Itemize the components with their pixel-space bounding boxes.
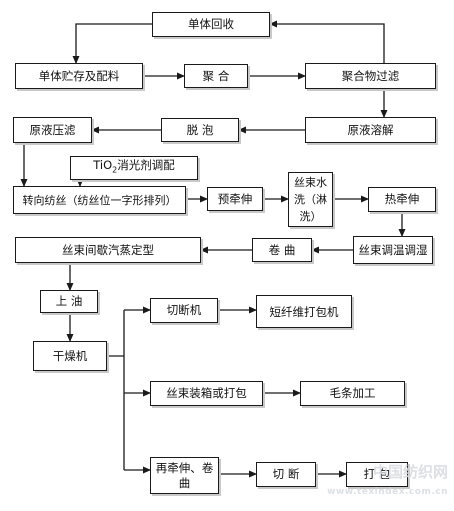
node-staple-packing-label: 短纤维打包机 [269, 304, 339, 319]
node-spinning-label: 转向纺丝（纺丝位一字形排列） [22, 193, 177, 207]
node-redraw-crimp-label: 再牵伸、卷曲 [155, 460, 214, 490]
node-polymer-filtration: 聚合物过滤 [305, 63, 436, 89]
node-hot-drawing: 热牵伸 [368, 187, 436, 212]
arrow-filtration-to-recovery [269, 20, 385, 63]
node-cutting-machine-label: 切断机 [166, 303, 202, 317]
node-drying: 干燥机 [33, 341, 107, 371]
node-tow-boxing: 丝束装箱或打包 [150, 381, 263, 406]
node-top-processing-label: 毛条加工 [329, 386, 376, 400]
node-packing: 打 包 [346, 462, 408, 487]
node-spinning: 转向纺丝（纺丝位一字形排列） [13, 186, 186, 214]
watermark-text: 中国纺织网 [372, 463, 448, 481]
node-steam-setting-label: 丝束间歇汽蒸定型 [62, 242, 154, 257]
node-polymerization-label: 聚 合 [202, 68, 230, 83]
node-polymer-dissolution: 原液溶解 [305, 117, 436, 143]
node-tow-washing-label: 丝束水洗（淋洗） [294, 176, 327, 223]
node-crimping: 卷 曲 [252, 238, 312, 262]
node-tow-washing: 丝束水洗（淋洗） [288, 172, 333, 227]
node-dope-press-filtration: 原液压滤 [13, 117, 92, 143]
node-dope-press-filtration-label: 原液压滤 [29, 122, 76, 137]
node-redraw-crimp: 再牵伸、卷曲 [150, 457, 219, 494]
node-tow-boxing-label: 丝束装箱或打包 [166, 386, 247, 400]
node-cutting: 切 断 [256, 462, 316, 487]
node-monomer-storage-label: 单体贮存及配料 [38, 68, 120, 83]
watermark: 中国纺织网 www.texindex.com.cn [318, 462, 448, 506]
node-crimping-label: 卷 曲 [268, 242, 296, 257]
node-monomer-recovery-label: 单体回收 [188, 17, 234, 31]
node-deaeration-label: 脱 泡 [186, 122, 214, 137]
node-pre-drawing: 预牵伸 [207, 187, 263, 211]
node-tio2-label: TiO2消光剂调配 [93, 158, 175, 177]
tio2-prefix: TiO [93, 158, 113, 173]
node-monomer-storage: 单体贮存及配料 [15, 63, 143, 89]
node-oiling-label: 上 油 [55, 294, 83, 308]
arrow-recovery-to-storage [72, 23, 152, 64]
node-polymerization: 聚 合 [184, 64, 248, 88]
node-cutting-machine: 切断机 [150, 298, 218, 323]
node-hot-drawing-label: 热牵伸 [384, 192, 420, 206]
node-monomer-recovery: 单体回收 [152, 12, 270, 37]
node-top-processing: 毛条加工 [300, 381, 405, 406]
node-polymer-dissolution-label: 原液溶解 [347, 122, 394, 137]
tio2-suffix: 消光剂调配 [117, 158, 175, 173]
node-pre-drawing-label: 预牵伸 [217, 191, 253, 206]
node-drying-label: 干燥机 [52, 348, 88, 363]
node-polymer-filtration-label: 聚合物过滤 [341, 68, 400, 83]
tio2-subscript: 2 [112, 165, 118, 175]
node-deaeration: 脱 泡 [161, 118, 239, 142]
node-packing-label: 打 包 [363, 467, 391, 481]
node-cutting-label: 切 断 [272, 467, 300, 481]
watermark-url: www.texindex.com.cn [327, 487, 448, 497]
node-conditioning: 丝束调温调湿 [353, 236, 433, 264]
node-steam-setting: 丝束间歇汽蒸定型 [15, 237, 201, 263]
node-conditioning-label: 丝束调温调湿 [358, 242, 428, 257]
node-oiling: 上 油 [40, 290, 98, 313]
node-tio2-matting-agent: TiO2消光剂调配 [70, 156, 198, 180]
node-staple-packing: 短纤维打包机 [256, 295, 352, 328]
